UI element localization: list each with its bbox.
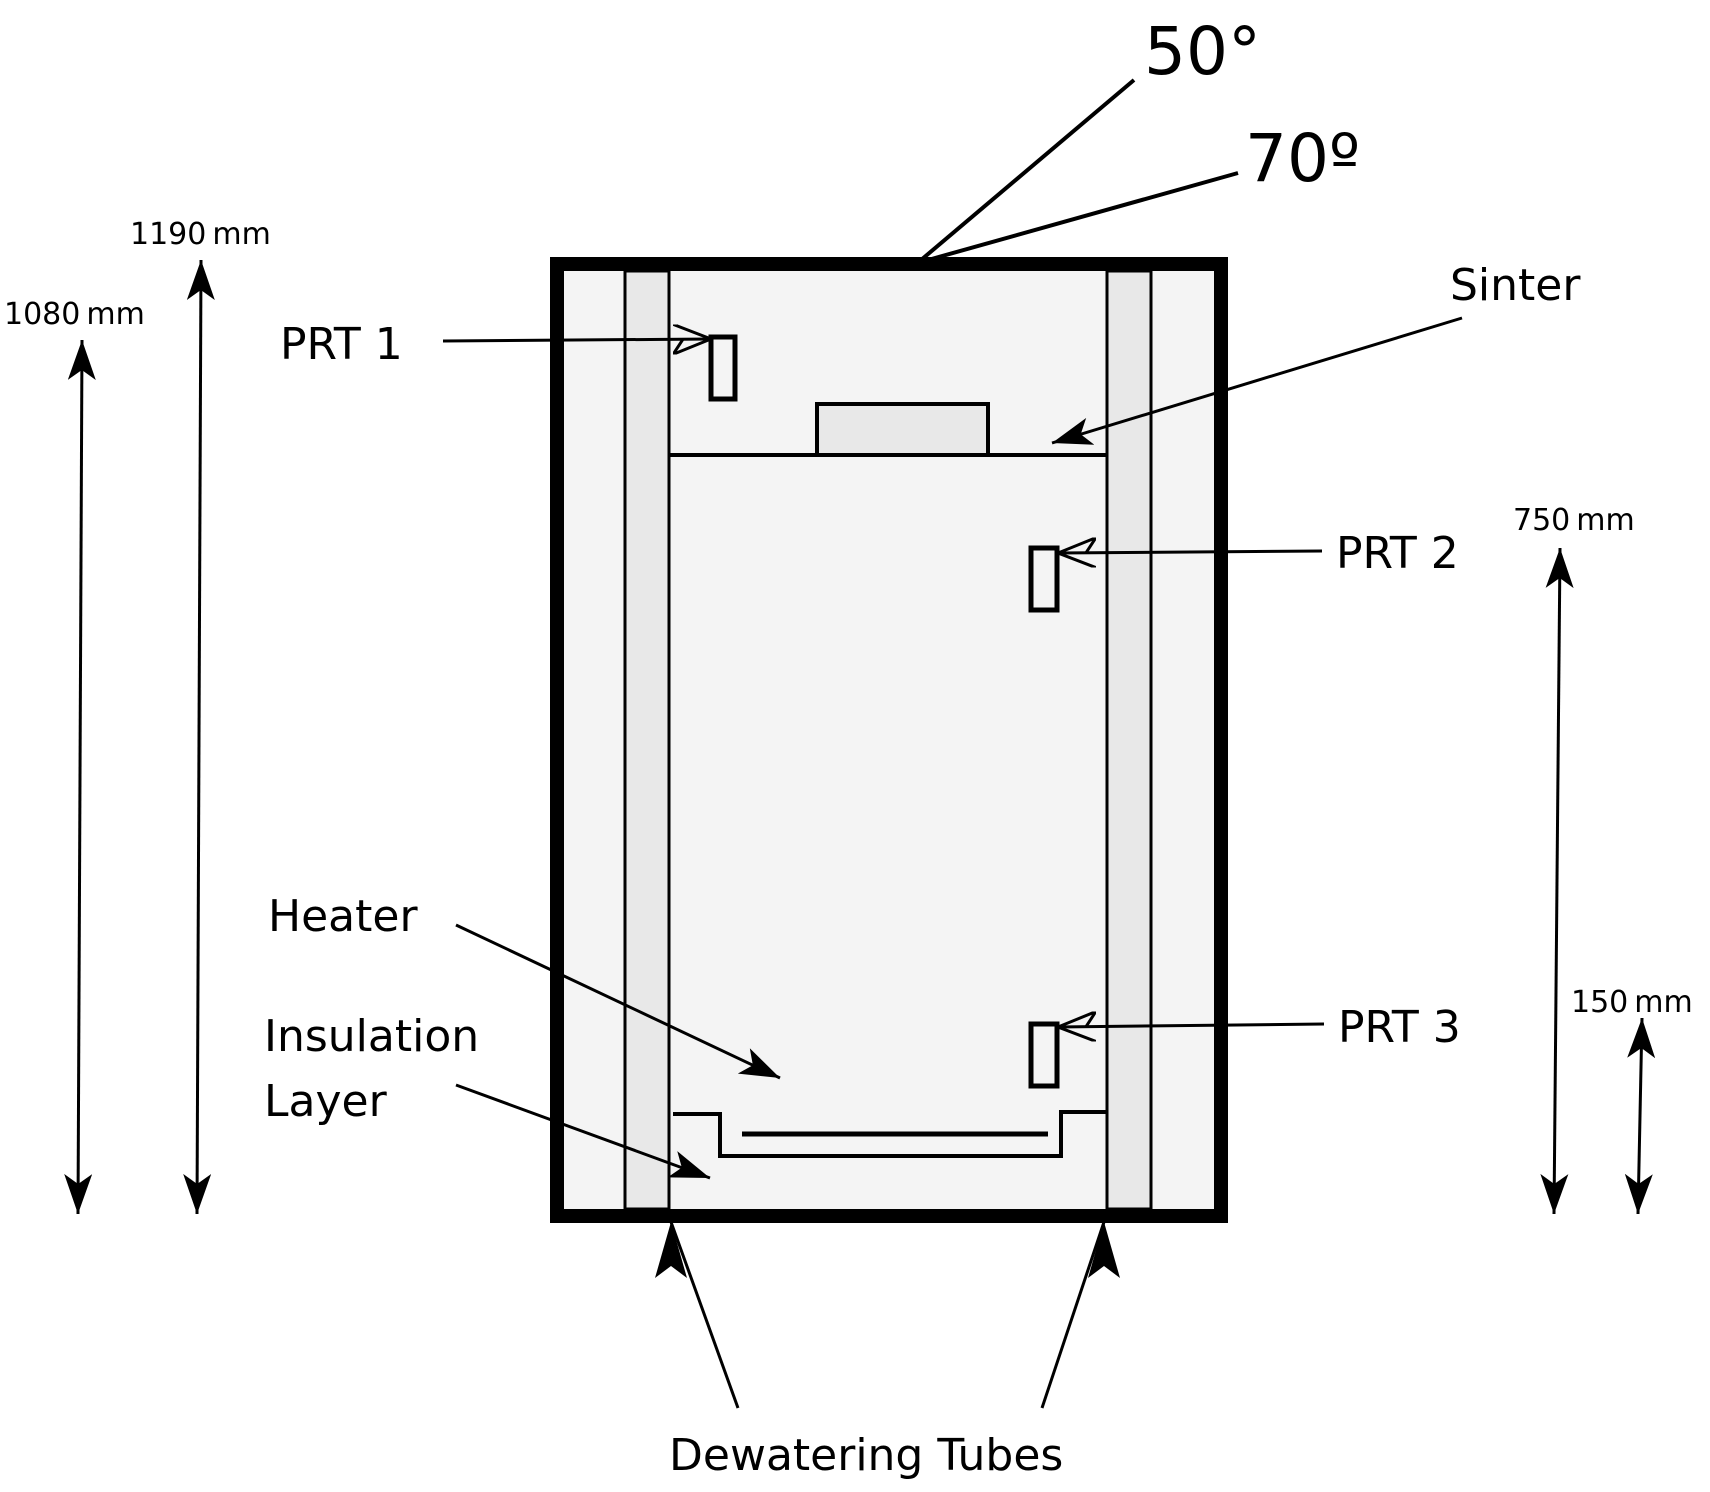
dim-150-arrow [1624,1017,1656,1215]
prt1-sensor [708,334,738,402]
heater-label: Heater [268,891,418,942]
angle-50-label: 50° [1144,13,1261,90]
prt1-label: PRT 1 [280,319,403,370]
dewatering-tubes-label: Dewatering Tubes [669,1430,1063,1481]
dewatering-arrow-right [1040,1221,1120,1409]
left-wall [623,269,671,1211]
right-wall [1105,269,1153,1211]
prt2-arrow [1058,551,1323,553]
insulation-label-line2: Layer [264,1076,388,1127]
angle-50-line [919,78,1136,262]
angle-70-label: 70º [1245,120,1360,197]
prt3-sensor [1028,1021,1060,1089]
prt2-label: PRT 2 [1336,528,1459,579]
prt1-arrow [442,339,711,341]
insulation-label-line1: Insulation [264,1011,479,1062]
dim-150-value: 150 [1571,985,1628,1020]
dim-1190-unit: mm [212,217,270,252]
insulation-arrow [455,1083,711,1180]
angle-70-line [927,171,1239,262]
heater-arrow [455,923,781,1080]
prt3-label: PRT 3 [1338,1002,1461,1053]
dim-1080-arrow [64,339,96,1215]
dim-1190-arrow [183,259,215,1215]
prt3-arrow [1058,1024,1325,1027]
dim-750-unit: mm [1576,503,1634,538]
sinter-label: Sinter [1450,260,1581,311]
insulation-tray [673,1110,1107,1158]
sinter-arrow [1051,316,1463,445]
dim-150-unit: mm [1634,985,1692,1020]
dim-750-arrow [1540,547,1574,1215]
dim-1190-value: 1190 [130,217,206,252]
prt2-sensor [1028,545,1060,613]
dim-750-value: 750 [1513,503,1570,538]
dim-1080-unit: mm [86,297,144,332]
sinter-block [815,402,990,457]
dewatering-arrow-left [655,1221,740,1409]
dim-1080-value: 1080 [4,297,80,332]
